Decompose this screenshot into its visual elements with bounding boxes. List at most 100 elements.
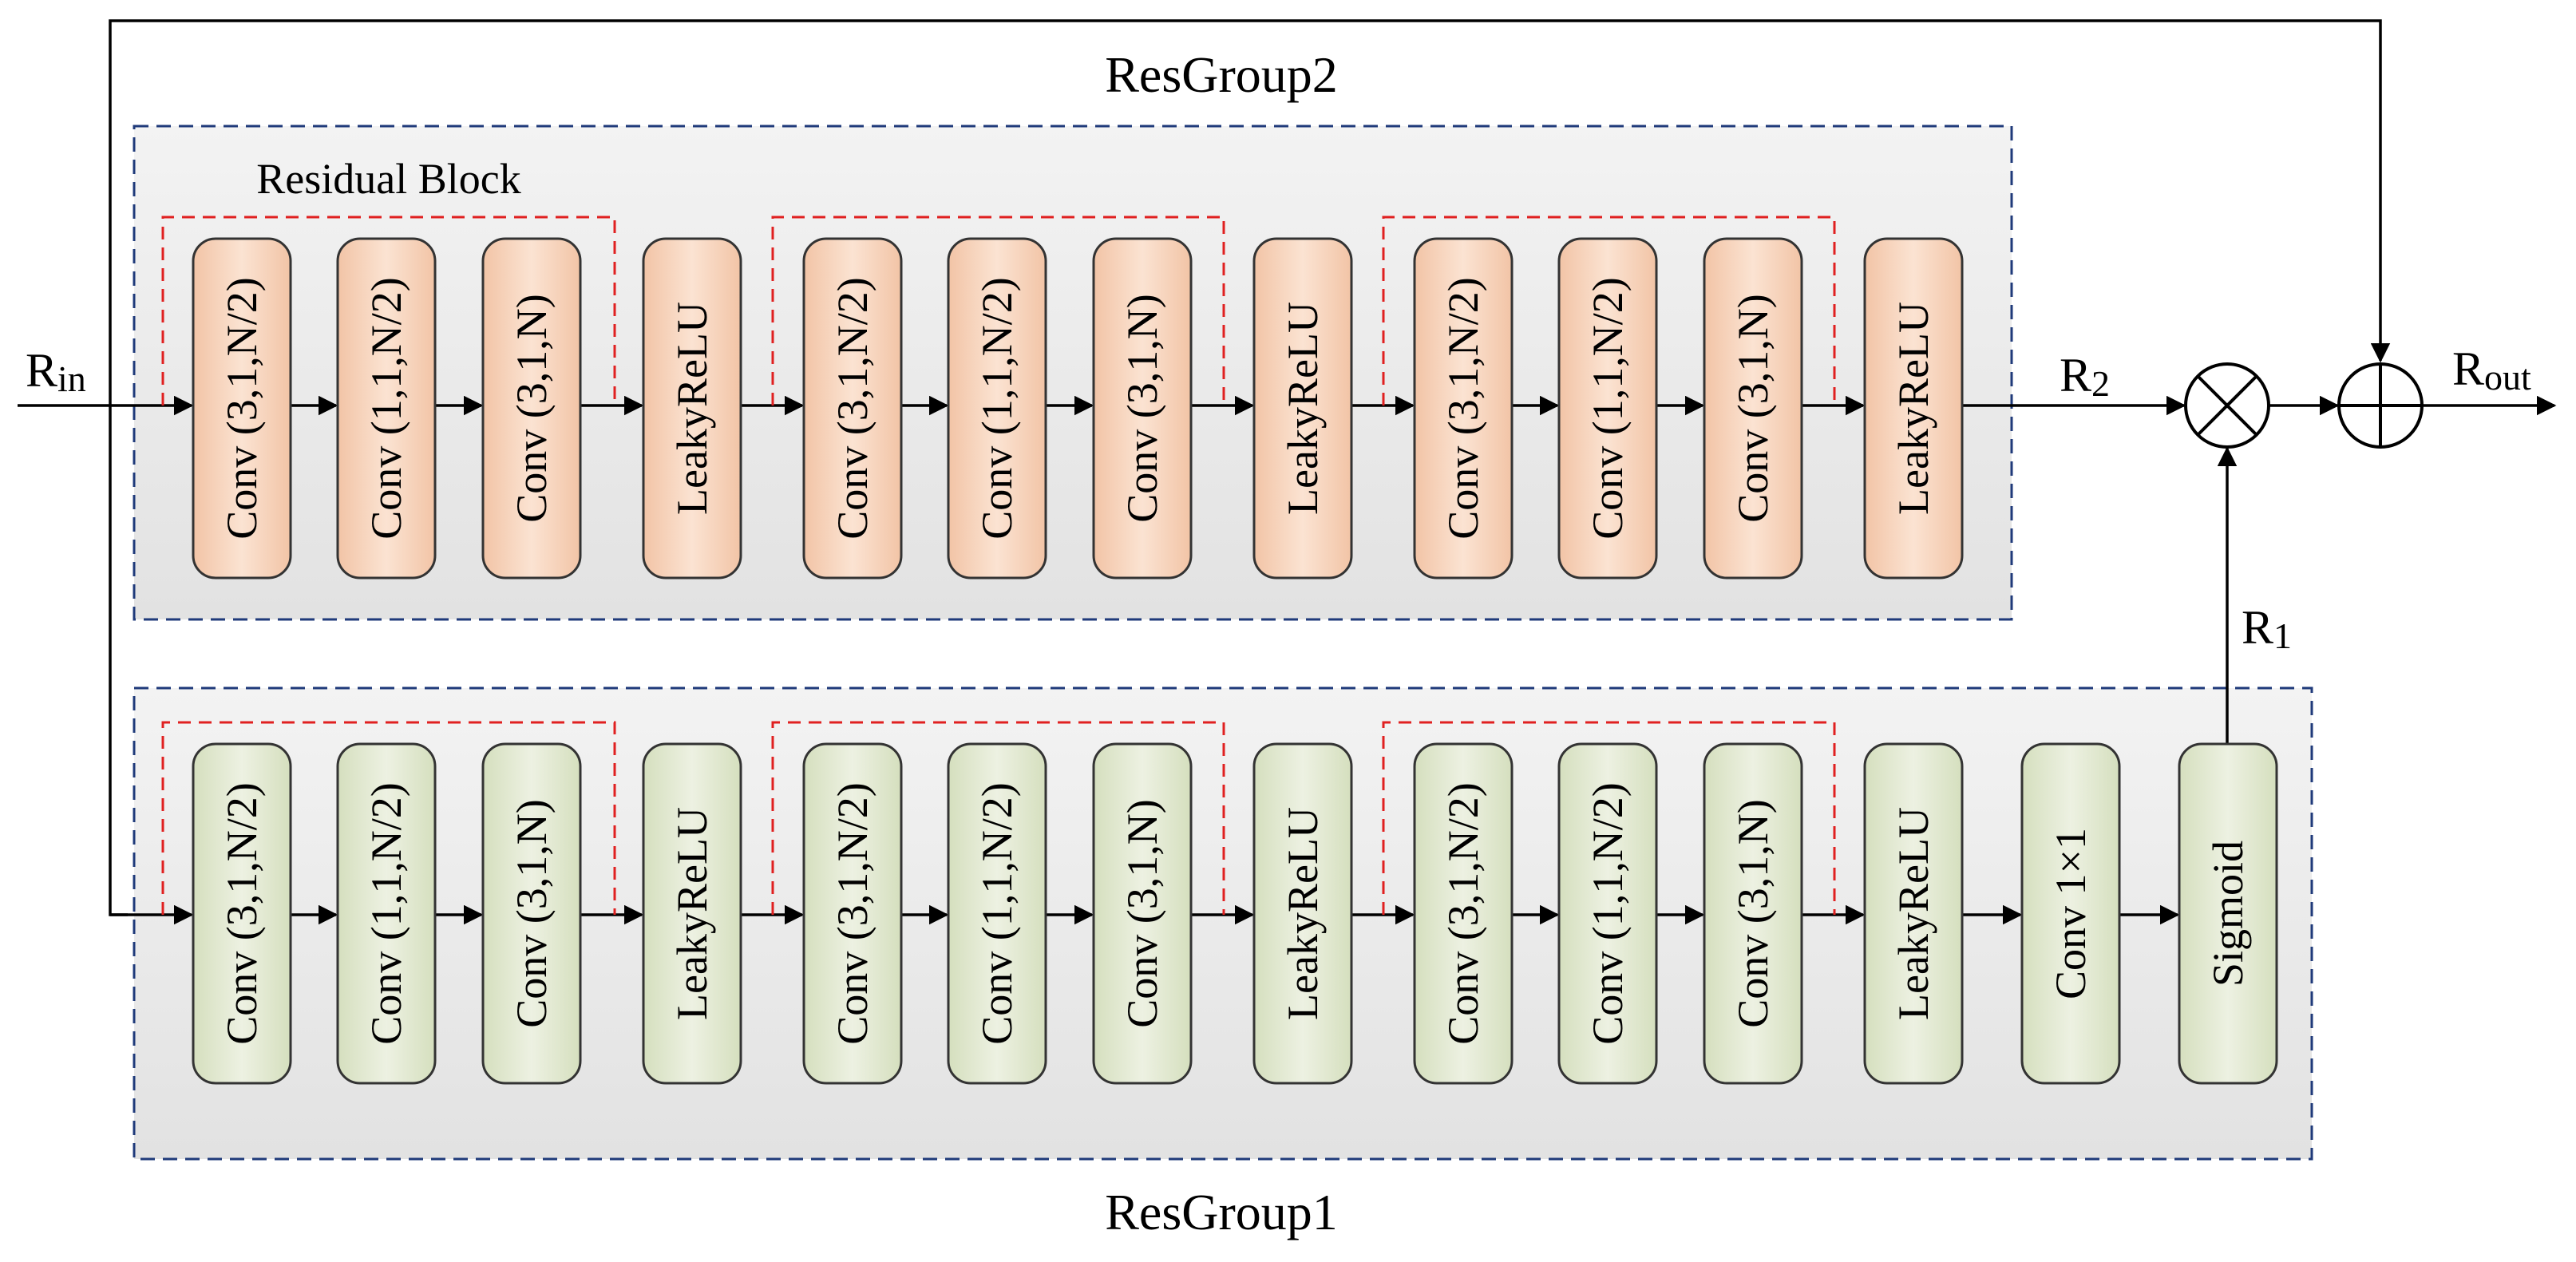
r1-label: R1 [2242,601,2292,656]
bottom-block-label: Conv (3,1,N/2) [1439,782,1487,1044]
bottom-block-label: LeakyReLU [1279,807,1327,1020]
bottom-residual-1 [161,721,616,915]
top-block-label: Conv (1,1,N/2) [1584,277,1632,539]
bottom-block-label: LeakyReLU [1889,807,1937,1020]
multiply-operator [2184,362,2270,449]
top-block-7-conv-3-1-n: Conv (3,1,N) [1092,237,1193,580]
resgroup2-blocks: Conv (3,1,N/2) Conv (1,1,N/2) Conv (3,1,N)… [192,237,1964,580]
top-block-shape [802,237,903,580]
bottom-block-shape [802,742,903,1085]
bottom-block-13-conv-1-1: Conv 1×1 [2020,742,2121,1085]
residual-skip-lines [161,216,1836,915]
top-block-shape [481,237,582,580]
top-block-label: Conv (1,1,N/2) [973,277,1021,539]
bottom-block-7-conv-3-1-n: Conv (3,1,N) [1092,742,1193,1085]
bottom-block-shape [1703,742,1803,1085]
bottom-block-shape [2020,742,2121,1085]
bottom-block-shape [1863,742,1964,1085]
bottom-block-shape [192,742,292,1085]
bottom-block-shape [1557,742,1658,1085]
top-block-shape [1092,237,1193,580]
top-block-9-conv-3-1-n-2: Conv (3,1,N/2) [1413,237,1514,580]
bottom-block-shape [2178,742,2278,1085]
bottom-block-12-leakyrelu: LeakyReLU [1863,742,1964,1085]
top-block-label: Conv (3,1,N) [1118,294,1166,522]
bottom-block-2-conv-1-1-n-2: Conv (1,1,N/2) [336,742,437,1085]
top-block-label: LeakyReLU [1889,302,1937,515]
r2-label: R2 [2060,349,2110,404]
bottom-block-label: LeakyReLU [668,807,716,1020]
resgroup1-box [133,686,2313,1161]
top-block-shape [1703,237,1803,580]
top-block-label: Conv (3,1,N/2) [1439,277,1487,539]
bottom-block-shape [1413,742,1514,1085]
bottom-block-shape [481,742,582,1085]
bottom-block-8-leakyrelu: LeakyReLU [1252,742,1353,1085]
bottom-block-label: Sigmoid [2204,841,2252,987]
bottom-block-label: Conv (1,1,N/2) [362,782,410,1044]
top-residual-3 [1382,216,1836,406]
top-block-6-conv-1-1-n-2: Conv (1,1,N/2) [947,237,1047,580]
top-block-shape [947,237,1047,580]
connection-lines [18,19,2557,925]
resgroup1-blocks: Conv (3,1,N/2) Conv (1,1,N/2) Conv (3,1,N)… [192,742,2278,1085]
bottom-block-6-conv-1-1-n-2: Conv (1,1,N/2) [947,742,1047,1085]
bottom-block-label: Conv 1×1 [2047,828,2095,999]
bottom-block-label: Conv (3,1,N) [1729,799,1777,1027]
bottom-block-label: Conv (1,1,N/2) [973,782,1021,1044]
top-block-11-conv-3-1-n: Conv (3,1,N) [1703,237,1803,580]
bottom-block-shape [336,742,437,1085]
input-label: Rin [26,344,86,399]
top-block-12-leakyrelu: LeakyReLU [1863,237,1964,580]
output-label: Rout [2452,342,2531,398]
bottom-block-label: Conv (3,1,N/2) [829,782,876,1044]
bottom-block-label: Conv (1,1,N/2) [1584,782,1632,1044]
bottom-block-shape [1092,742,1193,1085]
bottom-block-9-conv-3-1-n-2: Conv (3,1,N/2) [1413,742,1514,1085]
top-block-2-conv-1-1-n-2: Conv (1,1,N/2) [336,237,437,580]
bottom-block-shape [1252,742,1353,1085]
top-block-label: Conv (3,1,N) [1729,294,1777,522]
resgroup2-box [133,125,2013,621]
top-residual-2 [771,216,1225,406]
add-operator [2337,362,2424,449]
top-block-shape [1863,237,1964,580]
bottom-block-11-conv-3-1-n: Conv (3,1,N) [1703,742,1803,1085]
top-block-label: LeakyReLU [668,302,716,515]
top-block-label: Conv (1,1,N/2) [362,277,410,539]
top-block-1-conv-3-1-n-2: Conv (3,1,N/2) [192,237,292,580]
resgroup2-title: ResGroup2 [1105,46,1338,103]
top-block-10-conv-1-1-n-2: Conv (1,1,N/2) [1557,237,1658,580]
bottom-block-shape [642,742,742,1085]
top-block-5-conv-3-1-n-2: Conv (3,1,N/2) [802,237,903,580]
top-block-shape [1557,237,1658,580]
bottom-block-label: Conv (3,1,N) [508,799,556,1027]
top-block-shape [192,237,292,580]
bottom-block-label: Conv (3,1,N/2) [218,782,266,1044]
bottom-residual-2 [771,721,1225,915]
bottom-block-shape [947,742,1047,1085]
bottom-block-10-conv-1-1-n-2: Conv (1,1,N/2) [1557,742,1658,1085]
bottom-block-3-conv-3-1-n: Conv (3,1,N) [481,742,582,1085]
residual-block-label: Residual Block [256,155,520,203]
top-block-shape [336,237,437,580]
global-skip-line [109,19,2391,406]
bottom-block-1-conv-3-1-n-2: Conv (3,1,N/2) [192,742,292,1085]
input-branch-line [109,406,128,916]
top-block-8-leakyrelu: LeakyReLU [1252,237,1353,580]
bottom-block-14-sigmoid: Sigmoid [2178,742,2278,1085]
top-block-label: Conv (3,1,N/2) [829,277,876,539]
bottom-residual-3 [1382,721,1836,915]
bottom-block-label: Conv (3,1,N) [1118,799,1166,1027]
bottom-block-4-leakyrelu: LeakyReLU [642,742,742,1085]
top-block-label: LeakyReLU [1279,302,1327,515]
resgroup1-title: ResGroup1 [1105,1184,1338,1240]
top-block-label: Conv (3,1,N) [508,294,556,522]
bottom-block-5-conv-3-1-n-2: Conv (3,1,N/2) [802,742,903,1085]
top-residual-1 [161,216,616,406]
top-block-4-leakyrelu: LeakyReLU [642,237,742,580]
top-block-shape [642,237,742,580]
top-block-shape [1413,237,1514,580]
top-block-shape [1252,237,1353,580]
